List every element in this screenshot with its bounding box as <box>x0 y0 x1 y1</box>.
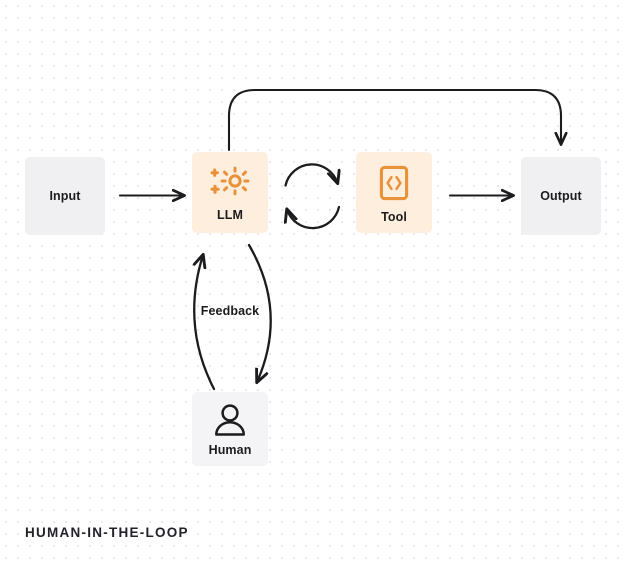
node-tool-label: Tool <box>381 210 407 224</box>
edge-llm-to-output-overhead <box>227 88 561 152</box>
node-output[interactable]: Output <box>521 157 601 235</box>
person-icon <box>211 403 249 437</box>
node-tool[interactable]: Tool <box>356 152 432 233</box>
edge-llm-tool-loop <box>286 163 340 230</box>
code-brackets-icon <box>379 165 409 201</box>
node-llm-label: LLM <box>217 208 243 222</box>
edge-human-to-llm <box>194 255 216 391</box>
node-input[interactable]: Input <box>25 157 105 235</box>
node-output-label: Output <box>540 188 582 203</box>
node-human[interactable]: Human <box>192 392 268 466</box>
sparkle-burst-icon <box>209 166 251 200</box>
node-llm[interactable]: LLM <box>192 152 268 233</box>
node-input-label: Input <box>49 188 81 203</box>
edge-label-feedback: Feedback <box>200 304 260 318</box>
node-human-label: Human <box>208 443 252 457</box>
diagram-caption: HUMAN-IN-THE-LOOP <box>25 525 189 540</box>
